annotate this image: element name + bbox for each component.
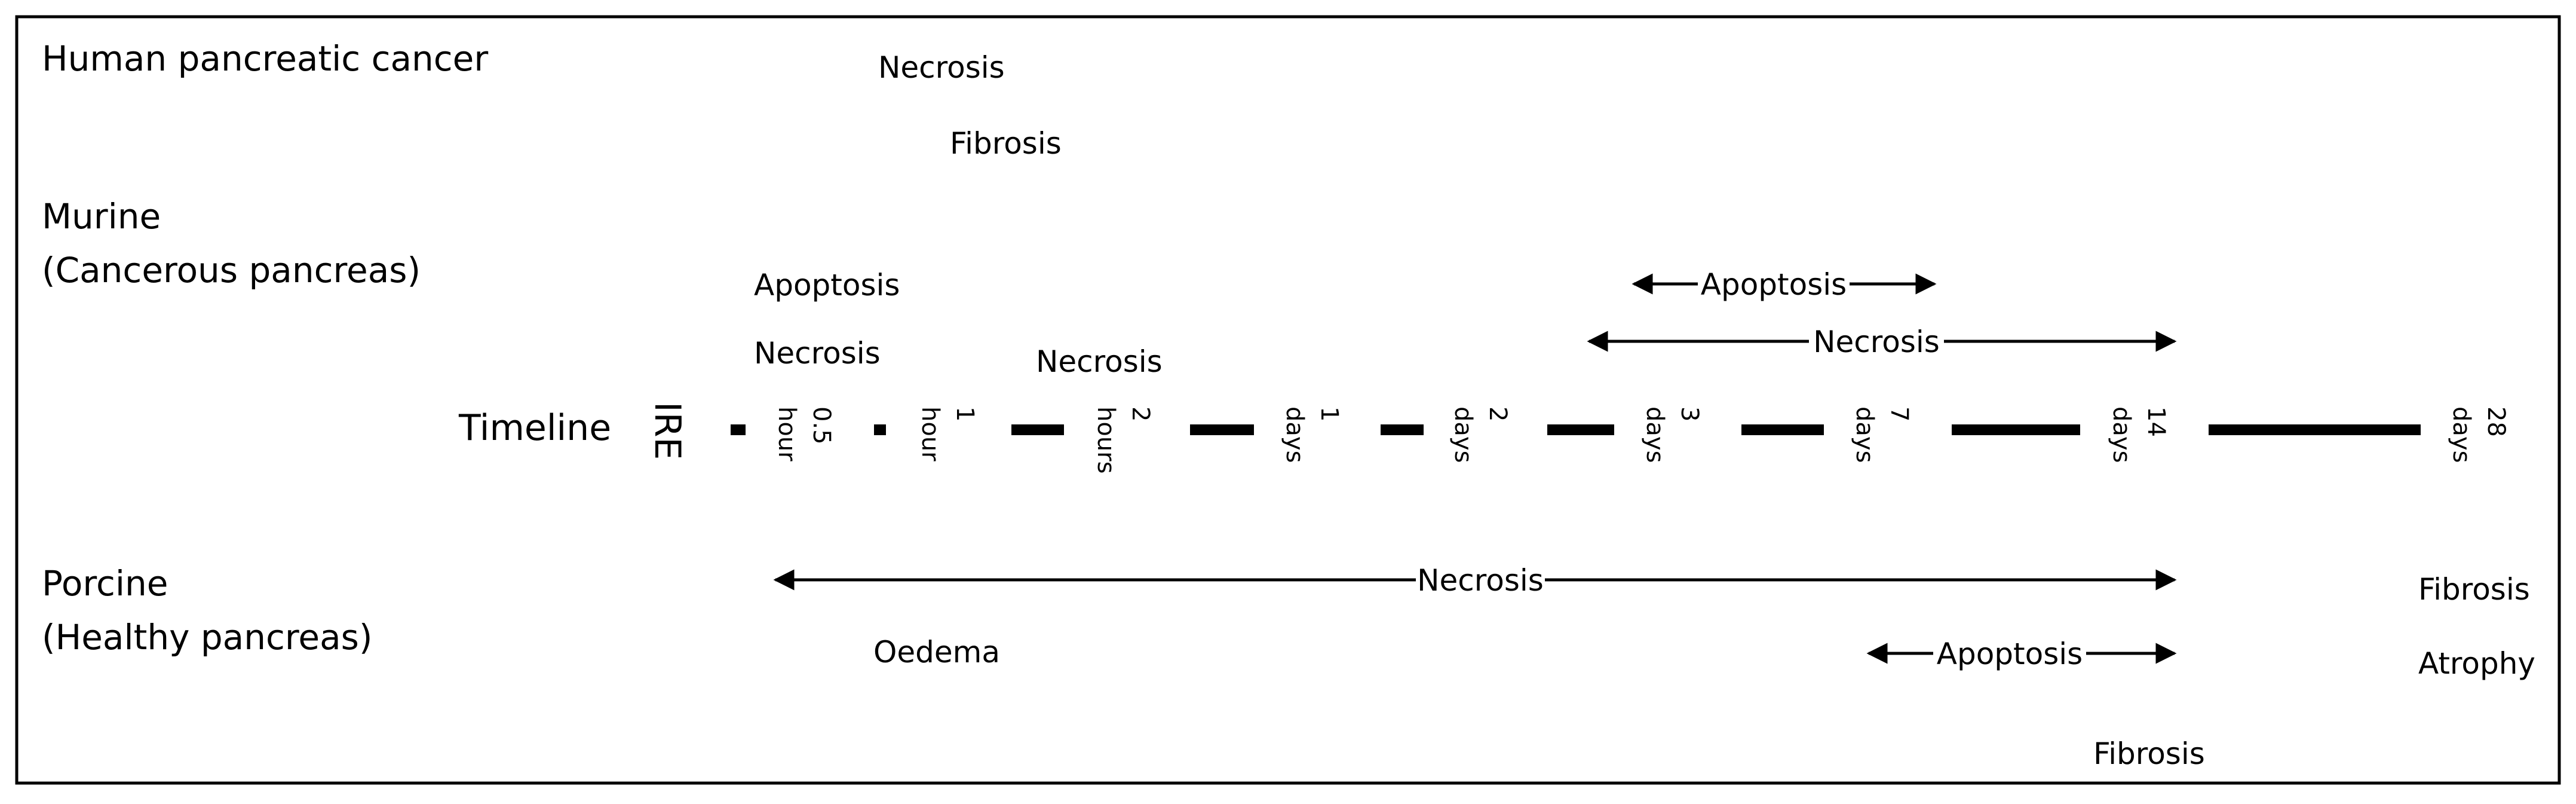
porcine-necrosis-range-label: Necrosis [1417, 563, 1544, 598]
timeline-title: Timeline [458, 407, 611, 449]
timeline-segment-8 [1952, 424, 2080, 435]
tick-unit-1: hour [773, 406, 801, 461]
murine-necrosis-2h-label: Necrosis [1036, 344, 1163, 379]
tick-unit-3: hours [1092, 406, 1120, 473]
human-section-label: Human pancreatic cancer [42, 38, 488, 79]
tick-unit-9: days [2448, 406, 2475, 463]
tick-value-1: 0.5 [808, 406, 835, 445]
murine-early-apoptosis-label: Apoptosis [754, 268, 900, 302]
timeline-segment-3 [1011, 424, 1064, 435]
porcine-section-label-line1: Porcine [42, 563, 168, 604]
tick-unit-8: days [2108, 406, 2135, 463]
timeline-segment-2 [874, 424, 886, 435]
human-necrosis-label: Necrosis [878, 50, 1005, 85]
tick-value-5: 2 [1484, 406, 1511, 421]
tick-unit-2: hour [916, 406, 944, 461]
timeline-segment-9 [2209, 424, 2421, 435]
tick-value-8: 14 [2142, 406, 2170, 437]
tick-value-9: 28 [2482, 406, 2510, 437]
tick-unit-5: days [1449, 406, 1477, 463]
porcine-fibrosis-28d-label: Fibrosis [2418, 572, 2530, 607]
tick-value-3: 2 [1127, 406, 1154, 421]
porcine-atrophy-label: Atrophy [2418, 646, 2535, 681]
porcine-apoptosis-range-label: Apoptosis [1937, 637, 2083, 671]
porcine-oedema-label: Oedema [873, 635, 1000, 670]
ire-start-label: IRE [646, 402, 688, 460]
porcine-fibrosis-14d-label: Fibrosis [2093, 736, 2205, 771]
tick-unit-7: days [1851, 406, 1878, 463]
murine-section-label-line2: (Cancerous pancreas) [42, 250, 421, 291]
timeline-segment-1 [731, 424, 746, 435]
tick-unit-4: days [1281, 406, 1308, 463]
tick-value-7: 7 [1885, 406, 1913, 421]
timeline-segments [731, 424, 2421, 435]
murine-early-necrosis-label: Necrosis [754, 336, 881, 371]
diagram-border [15, 15, 2561, 785]
timeline-segment-4 [1190, 424, 1254, 435]
murine-necrosis-range-label: Necrosis [1813, 325, 1940, 359]
porcine-section-label-line2: (Healthy pancreas) [42, 617, 373, 658]
timeline-ticks: 0.5 hour 1 hour 2 hours 1 days 2 days 3 … [773, 406, 2510, 473]
tick-value-2: 1 [951, 406, 979, 421]
tick-value-4: 1 [1315, 406, 1343, 421]
timeline-segment-5 [1381, 424, 1424, 435]
timeline-segment-7 [1741, 424, 1824, 435]
murine-apoptosis-range-label: Apoptosis [1701, 267, 1847, 302]
timeline-segment-6 [1547, 424, 1614, 435]
tick-unit-6: days [1641, 406, 1669, 463]
tick-value-6: 3 [1676, 406, 1703, 421]
human-fibrosis-label: Fibrosis [950, 126, 1062, 161]
murine-section-label-line1: Murine [42, 196, 161, 237]
